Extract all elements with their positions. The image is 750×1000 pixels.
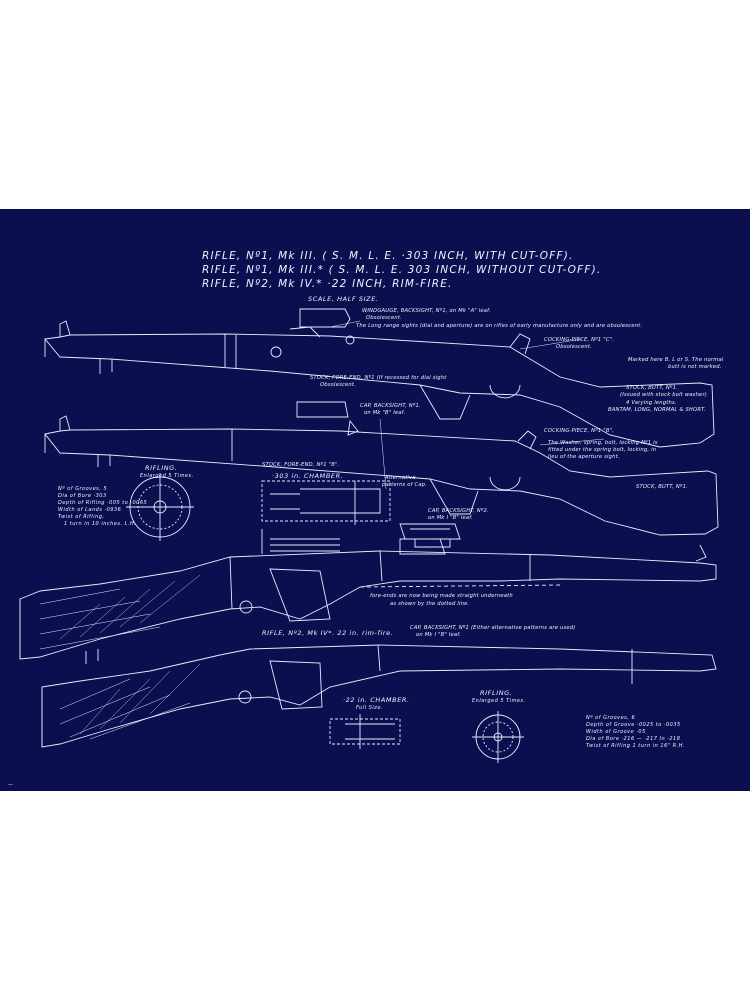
chamber-22-diagram [329, 714, 401, 749]
rifling-note-4: Width of Lands ·0936 [58, 507, 122, 513]
rifling-note-2: Dia of Bore ·303 [58, 493, 107, 499]
label-stock-fore-2: STOCK, FORE-END, Nº1 "B". [262, 462, 340, 468]
label-stock-fore-1: STOCK, FORE-END, Nº1 (If recessed for di… [310, 375, 447, 381]
blueprint-poster: RIFLE, Nº1, Mk III. ( S. M. L. E. ·303 I… [0, 209, 750, 791]
label-marked: Marked here B, L or S. The normal [628, 357, 724, 363]
label-alt-patterns: Alternative [385, 475, 416, 481]
label-washer-2: fitted under the spring bolt, locking, i… [548, 447, 657, 453]
label-rifling: RIFLING. [145, 464, 178, 472]
rifling-note-1: Nº of Grooves, 5 [58, 486, 108, 492]
r22-note-1: Nº of Grooves, 6 [586, 715, 636, 721]
label-cocking-1: COCKING-PIECE, Nº1 "C". [544, 337, 615, 343]
label-cocking-1-obs: Obsolescent. [556, 344, 593, 350]
label-alt-patterns-2: patterns of Cap. [382, 482, 428, 488]
label-windgauge-obs: Obsolescent. [366, 315, 403, 321]
r22-note-5: Twist of Rifling 1 turn in 16" R.H. [586, 743, 686, 749]
rifling-note-5: Twist of Rifling, [58, 514, 105, 520]
label-chamber-303: ·303 in. CHAMBER. [272, 472, 344, 480]
label-washer-3: lieu of the aperture sight. [548, 454, 620, 460]
label-windgauge: WINDGAUGE, BACKSIGHT, Nº1, on Mk "A" lea… [362, 308, 491, 314]
rifle-no1-mk3-drawing [44, 308, 715, 448]
label-stock-butt-1: STOCK, BUTT, Nº1. [626, 385, 678, 391]
label-cocking-2: COCKING-PIECE, Nº1 "B". [544, 428, 615, 434]
r22-note-4: Dia of Bore ·216 — ·217 In ·218 [586, 736, 681, 742]
label-cap-22b: on Mk I "B" leaf. [416, 632, 461, 638]
label-stock-butt-1d: BANTAM, LONG, NORMAL & SHORT. [608, 407, 706, 413]
rifle-no2-22-drawing [41, 644, 717, 748]
label-rifle-22: RIFLE, Nº2, Mk IV*. 22 in. rim-fire. [262, 629, 394, 637]
label-cap-backsight-b: on Mk "B" leaf. [364, 410, 406, 416]
label-chamber-22: ·22 in. CHAMBER. [343, 696, 410, 704]
scale-label: SCALE, HALF SIZE. [308, 295, 379, 303]
r22-note-2: Depth of Groove ·0025 to ·0035 [586, 722, 681, 728]
label-cap-backsight-2: CAP, BACKSIGHT, Nº2. [428, 508, 489, 514]
r22-note-3: Width of Groove ·05 [586, 729, 646, 735]
rifling-note-6: 1 turn in 10 inches. L.H. [64, 521, 137, 527]
label-long-range: The Long range sights (dial and aperture… [356, 323, 643, 329]
label-rifling-sub: Enlarged 5 Times. [140, 473, 194, 479]
chamber-303-diagram [261, 480, 391, 554]
title-line-1: RIFLE, Nº1, Mk III. ( S. M. L. E. ·303 I… [202, 250, 574, 262]
label-stock-butt-1b: (Issued with stock bolt washer) [620, 392, 708, 398]
label-fore-ends-2: as shown by the dotted line. [390, 601, 470, 607]
label-washer: The Washer, spring, bolt, locking Nº1 is [548, 440, 658, 446]
footer-mark: — [8, 782, 14, 788]
title-line-2: RIFLE, Nº1, Mk III.* ( S. M. L. E. 303 I… [202, 264, 602, 276]
label-cap-backsight: CAP, BACKSIGHT, Nº1. [360, 403, 421, 409]
label-marked-2: butt is not marked. [668, 364, 722, 370]
rifling-note-3: Depth of Rifling ·005 to ·0065 [58, 500, 148, 506]
label-rifling-22-sub: Enlarged 5 Times. [472, 698, 526, 704]
label-stock-butt-2: STOCK, BUTT, Nº1. [636, 484, 688, 490]
rifle-no1-mk3star-drawing [44, 401, 719, 536]
label-stock-fore-1-obs: Obsolescent. [320, 382, 357, 388]
label-cap-22: CAP, BACKSIGHT, Nº1 (Either alternative … [410, 625, 576, 631]
blueprint-drawing [19, 308, 719, 763]
rifling-22-diagram [472, 711, 524, 763]
title-line-3: RIFLE, Nº2, Mk IV.* ·22 INCH, RIM-FIRE. [202, 278, 453, 290]
label-cap-backsight-2b: on Mk I "B" leaf. [428, 515, 473, 521]
label-stock-butt-1c: 4 Varying lengths. [626, 400, 677, 406]
label-chamber-22-sub: Full Size. [356, 705, 384, 711]
label-fore-ends: fore-ends are now being made straight un… [370, 593, 513, 599]
rifling-303-diagram [126, 473, 194, 541]
label-rifling-22: RIFLING. [480, 689, 513, 697]
cap-backsight-diagram [399, 523, 461, 548]
rifle-no1-section-drawing [19, 538, 717, 664]
